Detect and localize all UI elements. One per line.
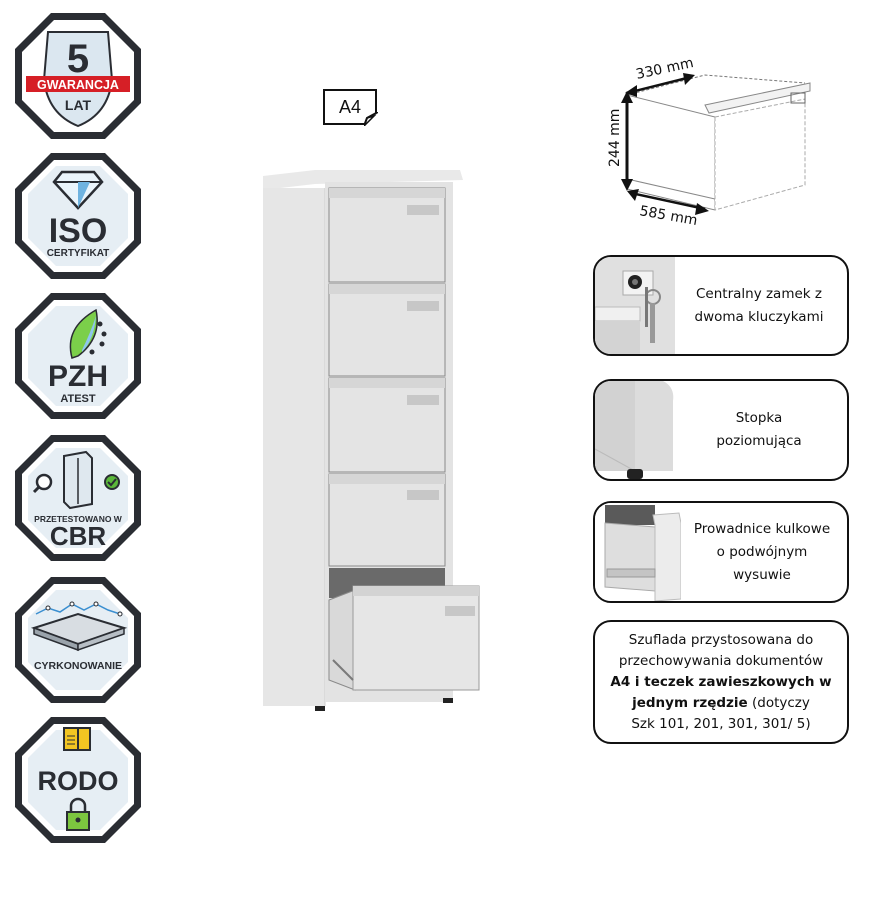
- foot: [315, 706, 325, 711]
- badge-title: CYRKONOWANIE: [34, 660, 122, 672]
- note-text: Szuflada przystosowana do przechowywania…: [601, 622, 841, 742]
- badge-cbr-tested: PRZETESTOWANO W CBR: [12, 432, 144, 564]
- drawer-2: [328, 283, 446, 377]
- lock-keys-thumbnail: [595, 257, 675, 354]
- feature-line: Stopka: [735, 410, 783, 426]
- feature-card-ball-slides: Prowadnice kulkowe o podwójnym wysuwie: [593, 501, 849, 603]
- badge-sub: ATEST: [60, 393, 96, 405]
- diamond-icon: [52, 170, 104, 210]
- leaf-icon: [69, 308, 107, 359]
- page-curl-icon: [364, 112, 378, 126]
- note-line: przechowywania dokumentów: [618, 652, 824, 669]
- document-icon: [63, 727, 91, 751]
- feature-text: Centralny zamek z dwoma kluczykami: [675, 257, 843, 354]
- badge-title: CBR: [50, 521, 107, 551]
- drawer-5-open: [328, 585, 480, 691]
- feature-line: Centralny zamek z: [695, 285, 822, 302]
- magnifier-icon: [32, 473, 53, 494]
- feature-line: poziomująca: [716, 433, 802, 449]
- height-label: 244 mm: [607, 109, 623, 167]
- note-line: Szk 101, 201, 301, 301/ 5): [631, 715, 811, 732]
- drawer-4: [328, 473, 446, 567]
- note-bold-line: jednym rzędzie: [632, 694, 748, 711]
- note-line: (dotyczy: [747, 694, 810, 711]
- feature-text: Stopka poziomująca: [675, 381, 843, 479]
- check-icon: [104, 474, 120, 490]
- badge-sub: LAT: [65, 97, 92, 113]
- filing-cabinet-image: [255, 160, 495, 720]
- badge-cyrkonowanie: CYRKONOWANIE: [12, 574, 144, 706]
- a4-label: A4: [338, 97, 362, 117]
- badge-sub: CERTYFIKAT: [47, 248, 110, 259]
- badge-pzh-atest: PZH ATEST: [12, 290, 144, 422]
- cabinet-icon: [63, 450, 93, 510]
- note-bold-line: A4 i teczek zawieszkowych w: [610, 673, 832, 690]
- feature-card-lock: Centralny zamek z dwoma kluczykami: [593, 255, 849, 356]
- drawer-dimensions-diagram: 330 mm 244 mm 585 mm: [595, 55, 825, 229]
- drawer-info-note: Szuflada przystosowana do przechowywania…: [593, 620, 849, 744]
- badge-rodo: RODO: [12, 714, 144, 846]
- feature-line: wysuwie: [733, 566, 791, 583]
- foot: [443, 698, 453, 703]
- a4-paper-tag: A4: [323, 89, 378, 126]
- padlock-icon: [66, 797, 90, 831]
- coating-layer-icon: [30, 601, 128, 652]
- feature-line: Prowadnice kulkowe: [693, 520, 831, 537]
- badge-ribbon-text: GWARANCJA: [37, 78, 119, 92]
- leveling-foot-thumbnail: [595, 381, 675, 479]
- feature-card-leveling-foot: Stopka poziomująca: [593, 379, 849, 481]
- badge-pre: PRZETESTOWANO W: [34, 514, 123, 524]
- feature-line: dwoma kluczykami: [694, 308, 824, 325]
- badge-number: 5: [67, 37, 89, 81]
- badge-title: PZH: [48, 360, 108, 393]
- badge-iso-certificate: ISO CERTYFIKAT: [12, 150, 144, 282]
- badge-title: RODO: [38, 766, 119, 796]
- note-line: Szuflada przystosowana do: [628, 631, 814, 648]
- drawer-3: [328, 377, 446, 473]
- drawer-1: [328, 187, 446, 283]
- badge-5-years-warranty: 5 GWARANCJA LAT: [12, 10, 144, 142]
- badge-title: ISO: [49, 212, 108, 250]
- feature-text: Prowadnice kulkowe o podwójnym wysuwie: [681, 503, 843, 601]
- feature-line: o podwójnym: [716, 543, 808, 560]
- ball-slides-thumbnail: [595, 503, 682, 601]
